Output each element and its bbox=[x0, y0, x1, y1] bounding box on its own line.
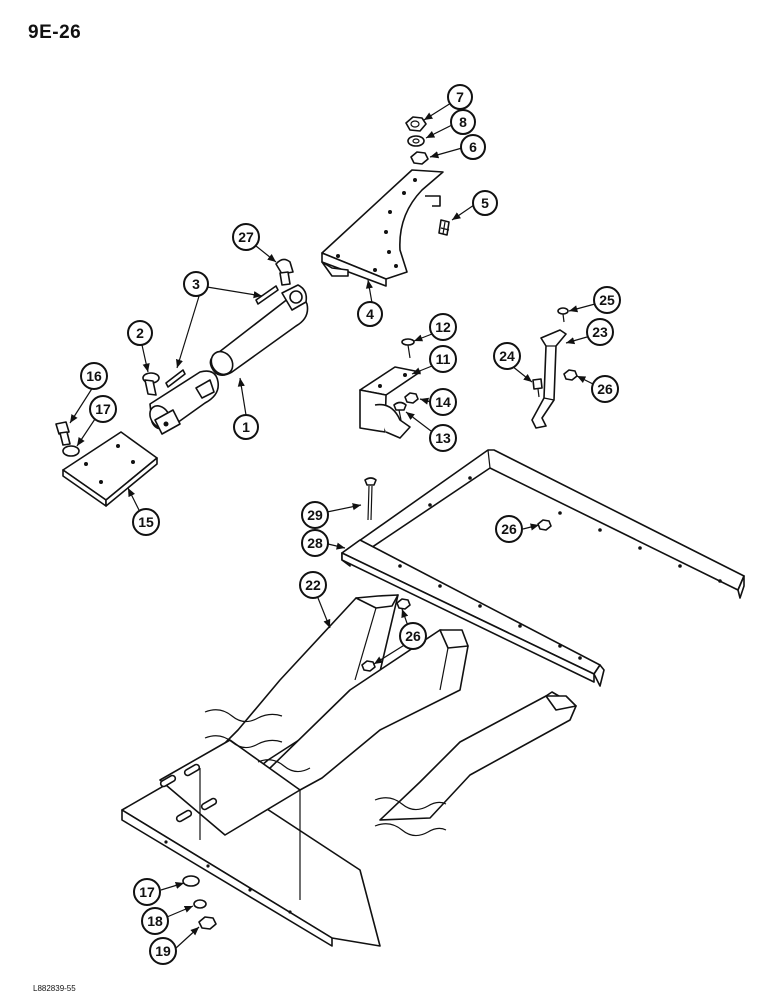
callout-4: 4 bbox=[357, 301, 383, 327]
page-number: 9E-26 bbox=[28, 22, 82, 43]
callout-26-lower: 26 bbox=[399, 622, 427, 650]
svg-text:8: 8 bbox=[459, 114, 467, 130]
svg-text:18: 18 bbox=[147, 913, 163, 929]
screw-12 bbox=[401, 338, 415, 359]
clevis-pin-2 bbox=[142, 372, 160, 396]
svg-text:15: 15 bbox=[138, 514, 154, 530]
bolt-24 bbox=[532, 378, 543, 398]
bolt-13 bbox=[393, 401, 407, 421]
svg-text:1: 1 bbox=[242, 419, 250, 435]
svg-text:11: 11 bbox=[436, 351, 451, 367]
callout-1: 1 bbox=[233, 414, 259, 440]
bolt-16 bbox=[55, 421, 71, 446]
base-plate-15 bbox=[62, 431, 158, 507]
svg-text:27: 27 bbox=[238, 229, 254, 245]
callout-18: 18 bbox=[141, 907, 169, 935]
callout-26-frame: 26 bbox=[495, 515, 523, 543]
main-frame-22 bbox=[121, 594, 577, 947]
svg-text:25: 25 bbox=[599, 292, 615, 308]
callout-24: 24 bbox=[493, 342, 521, 370]
svg-text:5: 5 bbox=[481, 195, 489, 211]
screw-25 bbox=[557, 307, 569, 323]
callout-11: 11 bbox=[429, 345, 457, 373]
callout-16: 16 bbox=[80, 362, 108, 390]
support-strap-23 bbox=[531, 329, 567, 429]
mounting-plate-4 bbox=[321, 169, 444, 287]
callout-8: 8 bbox=[450, 109, 476, 135]
channel-bracket-11 bbox=[359, 366, 421, 439]
svg-text:26: 26 bbox=[501, 521, 517, 537]
svg-text:3: 3 bbox=[192, 276, 200, 292]
nut-26-frame-lower-b bbox=[361, 660, 376, 672]
cotter-pin-3-upper bbox=[255, 285, 279, 305]
callout-3: 3 bbox=[183, 271, 209, 297]
clevis-pin-27 bbox=[275, 258, 294, 286]
washer-8 bbox=[407, 135, 425, 147]
svg-text:26: 26 bbox=[405, 628, 421, 644]
nut-26-frame bbox=[537, 519, 552, 531]
svg-text:28: 28 bbox=[307, 535, 323, 551]
nut-26-frame-lower-a bbox=[396, 598, 411, 610]
callout-19: 19 bbox=[149, 937, 177, 965]
callout-7: 7 bbox=[447, 84, 473, 110]
callout-25: 25 bbox=[593, 286, 621, 314]
svg-text:2: 2 bbox=[136, 325, 144, 341]
nut-26-strap bbox=[563, 369, 578, 381]
svg-text:16: 16 bbox=[86, 368, 102, 384]
callout-23: 23 bbox=[586, 318, 614, 346]
svg-text:22: 22 bbox=[305, 577, 321, 593]
cotter-pin-3-lower bbox=[165, 369, 186, 388]
washer-17 bbox=[62, 445, 80, 457]
callout-5: 5 bbox=[472, 190, 498, 216]
svg-text:12: 12 bbox=[435, 319, 451, 335]
callout-17-lower: 17 bbox=[133, 878, 161, 906]
washer-17-lower bbox=[182, 875, 200, 887]
callout-2: 2 bbox=[127, 320, 153, 346]
callout-12: 12 bbox=[429, 313, 457, 341]
frame-28 bbox=[341, 449, 745, 687]
bolt-29 bbox=[364, 477, 377, 521]
callout-29: 29 bbox=[301, 501, 329, 529]
svg-text:29: 29 bbox=[307, 507, 323, 523]
bolt-5 bbox=[438, 219, 450, 236]
callout-22: 22 bbox=[299, 571, 327, 599]
lock-washer-18 bbox=[193, 899, 207, 909]
nut-6 bbox=[410, 151, 429, 165]
callout-6: 6 bbox=[460, 134, 486, 160]
svg-text:17: 17 bbox=[95, 401, 111, 417]
svg-text:19: 19 bbox=[155, 943, 171, 959]
callout-27: 27 bbox=[232, 223, 260, 251]
callout-15: 15 bbox=[132, 508, 160, 536]
svg-text:17: 17 bbox=[139, 884, 155, 900]
nut-14 bbox=[404, 392, 419, 404]
svg-text:7: 7 bbox=[456, 89, 464, 105]
callout-26-strap: 26 bbox=[591, 375, 619, 403]
callout-28: 28 bbox=[301, 529, 329, 557]
hydraulic-cylinder-1 bbox=[149, 284, 309, 435]
figure-code: L882839-55 bbox=[33, 984, 76, 993]
svg-text:24: 24 bbox=[499, 348, 515, 364]
svg-text:6: 6 bbox=[469, 139, 477, 155]
svg-text:23: 23 bbox=[592, 324, 608, 340]
nut-19 bbox=[198, 916, 217, 930]
svg-text:13: 13 bbox=[435, 430, 451, 446]
hex-nut-7 bbox=[405, 116, 427, 132]
svg-text:14: 14 bbox=[435, 394, 451, 410]
svg-text:4: 4 bbox=[366, 306, 374, 322]
callout-17: 17 bbox=[89, 395, 117, 423]
leader-lines bbox=[69, 102, 596, 949]
callout-14: 14 bbox=[429, 388, 457, 416]
callout-13: 13 bbox=[429, 424, 457, 452]
svg-text:26: 26 bbox=[597, 381, 613, 397]
